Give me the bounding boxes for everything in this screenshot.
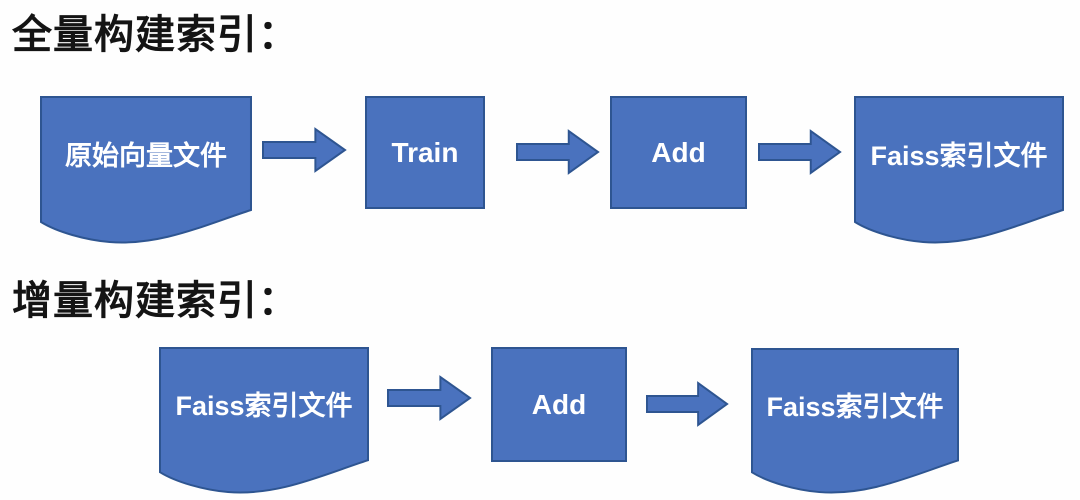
- document-shape-icon: [40, 96, 252, 244]
- node-document-source-vectors: 原始向量文件: [40, 96, 252, 246]
- node-label: Train: [391, 136, 459, 168]
- node-process-add: Add: [610, 96, 747, 209]
- node-process-add: Add: [491, 347, 627, 462]
- node-label: Add: [531, 388, 587, 420]
- node-document-faiss-index: Faiss索引文件: [159, 347, 369, 496]
- arrow-right-icon: [758, 129, 842, 175]
- node-label: 原始向量文件: [65, 140, 227, 171]
- document-shape-icon: [751, 348, 959, 494]
- document-shape-icon: [159, 347, 369, 494]
- node-label: Faiss索引文件: [870, 140, 1048, 171]
- node-label: Faiss索引文件: [175, 391, 353, 422]
- section-title-full-build: 全量构建索引：: [12, 13, 299, 57]
- document-shape-icon: [854, 96, 1064, 244]
- node-document-faiss-index: Faiss索引文件: [854, 96, 1064, 246]
- arrow-right-icon: [387, 375, 472, 421]
- arrow-right-icon: [516, 129, 600, 175]
- node-label: Faiss索引文件: [766, 391, 944, 422]
- section-title-incremental-build: 增量构建索引：: [12, 279, 299, 323]
- arrow-right-icon: [646, 381, 729, 427]
- node-document-faiss-index: Faiss索引文件: [751, 348, 959, 496]
- node-label: Add: [651, 136, 706, 168]
- arrow-right-icon: [262, 127, 347, 173]
- node-process-train: Train: [365, 96, 485, 209]
